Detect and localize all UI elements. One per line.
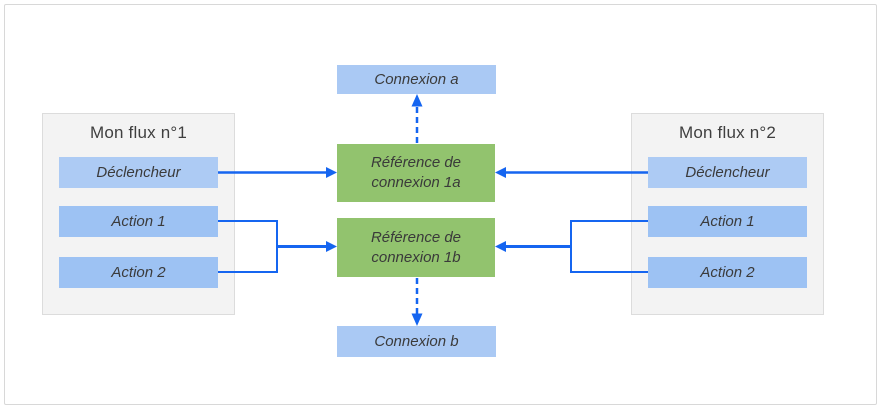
flow-1-action-1-label: Action 1 — [111, 213, 166, 230]
flow-1-trigger-box: Déclencheur — [59, 157, 218, 188]
flow-1-container: Mon flux n°1 Déclencheur Action 1 Action… — [42, 113, 235, 315]
connection-reference-1b-label: Référence de connexion 1b — [370, 228, 462, 266]
connection-reference-1b-box: Référence de connexion 1b — [337, 218, 495, 277]
flow-2-action-2-box: Action 2 — [648, 257, 807, 288]
connection-reference-1a-box: Référence de connexion 1a — [337, 144, 495, 202]
flow-2-container: Mon flux n°2 Déclencheur Action 1 Action… — [631, 113, 824, 315]
flow-2-action-1-box: Action 1 — [648, 206, 807, 237]
flow-1-trigger-label: Déclencheur — [96, 164, 181, 181]
diagram-border — [4, 4, 877, 405]
flow-2-trigger-box: Déclencheur — [648, 157, 807, 188]
flow-1-action-1-box: Action 1 — [59, 206, 218, 237]
flow-2-action-1-label: Action 1 — [700, 213, 755, 230]
flow-2-action-2-label: Action 2 — [700, 264, 755, 281]
connection-a-box: Connexion a — [337, 65, 496, 94]
flow-1-title: Mon flux n°1 — [89, 123, 188, 142]
flow-1-action-2-label: Action 2 — [111, 264, 166, 281]
flow-1-action-2-box: Action 2 — [59, 257, 218, 288]
connection-a-label: Connexion a — [374, 71, 459, 88]
connection-reference-1a-label: Référence de connexion 1a — [370, 154, 462, 191]
connection-b-label: Connexion b — [374, 333, 459, 350]
flow-2-trigger-label: Déclencheur — [685, 164, 770, 181]
connection-b-box: Connexion b — [337, 326, 496, 357]
flow-2-title: Mon flux n°2 — [678, 123, 777, 142]
